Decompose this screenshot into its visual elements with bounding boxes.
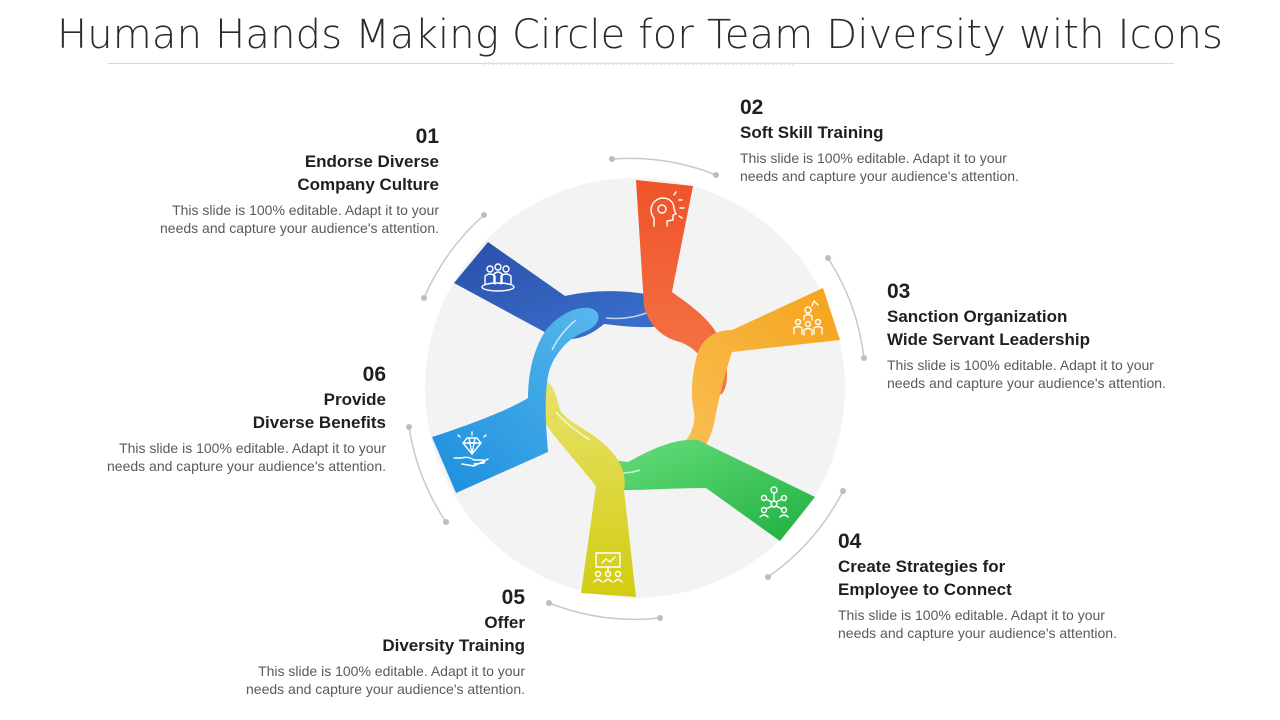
outer-arcs [408, 157, 865, 621]
arc-02 [611, 157, 717, 176]
item-description: This slide is 100% editable. Adapt it to… [107, 440, 386, 474]
item-number: 02 [740, 96, 764, 119]
item-description: This slide is 100% editable. Adapt it to… [838, 607, 1117, 641]
team-group-icon [481, 263, 515, 292]
item-02: 02 Soft Skill Training This slide is 100… [740, 95, 1040, 185]
item-heading: Offer Diversity Training [382, 613, 525, 655]
item-number: 03 [887, 280, 911, 303]
item-number: 01 [415, 125, 439, 148]
item-06: 06 Provide Diverse Benefits This slide i… [86, 362, 386, 475]
head-skills-icon [650, 191, 685, 227]
arc-06 [408, 426, 447, 523]
arc-03 [827, 257, 865, 359]
item-03: 03 Sanction Organization Wide Servant Le… [887, 279, 1187, 392]
arc-01 [423, 214, 485, 299]
item-heading: Soft Skill Training [740, 123, 884, 142]
item-heading: Endorse Diverse Company Culture [297, 152, 439, 194]
hand-05-yellow [537, 381, 636, 597]
hand-diamond-icon [453, 431, 489, 467]
item-number: 06 [362, 363, 386, 386]
item-05: 05 Offer Diversity Training This slide i… [225, 585, 525, 698]
arc-04 [767, 490, 844, 578]
item-description: This slide is 100% editable. Adapt it to… [246, 663, 525, 697]
network-people-icon [759, 486, 789, 518]
arc-05 [548, 602, 661, 621]
arc-end-dots [406, 156, 867, 621]
slide-title: Human Hands Making Circle for Team Diver… [56, 12, 1224, 58]
item-heading: Create Strategies for Employee to Connec… [838, 557, 1012, 599]
item-description: This slide is 100% editable. Adapt it to… [740, 150, 1019, 184]
item-heading: Provide Diverse Benefits [252, 390, 386, 432]
item-number: 04 [838, 530, 862, 553]
item-description: This slide is 100% editable. Adapt it to… [887, 357, 1166, 391]
item-04: 04 Create Strategies for Employee to Con… [838, 529, 1138, 642]
presentation-board-icon [593, 552, 623, 583]
item-number: 05 [501, 586, 525, 609]
item-description: This slide is 100% editable. Adapt it to… [160, 202, 439, 236]
title-divider-accent [484, 62, 796, 65]
item-heading: Sanction Organization Wide Servant Leade… [887, 307, 1090, 349]
leader-team-icon [793, 300, 823, 336]
item-01: 01 Endorse Diverse Company Culture This … [139, 124, 439, 237]
